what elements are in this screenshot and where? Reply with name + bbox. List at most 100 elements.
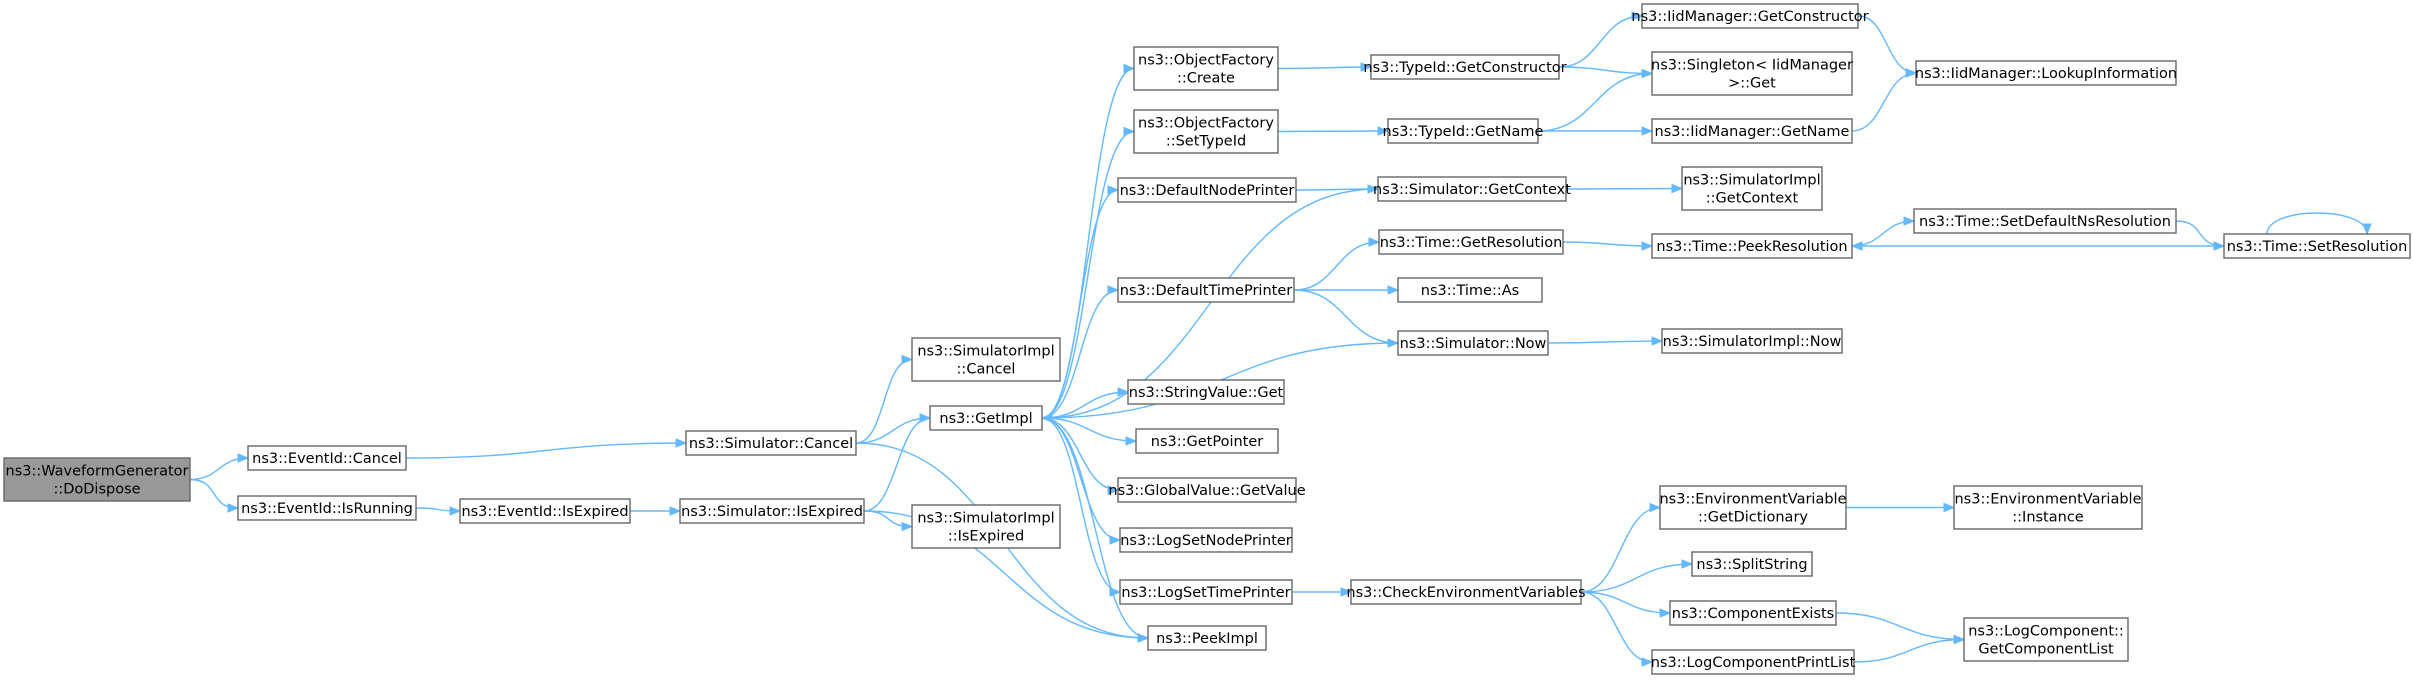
- call-graph-node[interactable]: ns3::Time::As: [1397, 277, 1543, 303]
- arrow-head: [901, 354, 914, 365]
- call-graph-node[interactable]: ns3::Time::SetDefaultNsResolution: [1913, 208, 2177, 234]
- call-graph-node[interactable]: ns3::DefaultNodePrinter: [1117, 177, 1297, 203]
- node-label: ns3::LogSetTimePrinter: [1121, 585, 1290, 601]
- node-label: ns3::ComponentExists: [1672, 606, 1835, 622]
- call-graph-node[interactable]: ns3::ComponentExists: [1669, 600, 1837, 626]
- node-box: [1641, 3, 1859, 29]
- call-graph-node[interactable]: ns3::Singleton< IidManager >::Get: [1651, 51, 1853, 96]
- call-graph-node[interactable]: ns3::TypeId::GetConstructor: [1363, 54, 1567, 80]
- call-graph-node[interactable]: ns3::ObjectFactory::SetTypeId: [1133, 109, 1279, 154]
- call-graph-node[interactable]: ns3::Simulator::Cancel: [685, 430, 857, 456]
- call-graph-node[interactable]: ns3::SplitString: [1691, 551, 1813, 577]
- node-box: [1651, 118, 1853, 144]
- call-graph-node[interactable]: ns3::SimulatorImpl::Now: [1661, 328, 1843, 354]
- node-box: [459, 498, 631, 524]
- call-edge: [1850, 241, 2224, 251]
- node-label: ns3::Time::PeekResolution: [1656, 239, 1847, 255]
- call-graph-node[interactable]: ns3::Time::PeekResolution: [1651, 233, 1853, 259]
- edge-line: [189, 478, 239, 509]
- arrow-head: [1651, 336, 1664, 346]
- call-graph-node[interactable]: ns3::Simulator::IsExpired: [679, 498, 865, 524]
- call-edge: [1580, 591, 1672, 618]
- node-box: [1117, 477, 1297, 503]
- call-graph-node[interactable]: ns3::LogComponent::GetComponentList: [1963, 617, 2129, 662]
- call-edge: [1277, 62, 1373, 72]
- call-graph-node[interactable]: ns3::Time::GetResolution: [1378, 229, 1564, 255]
- call-edge: [1041, 417, 1120, 495]
- arrow-head: [1109, 535, 1122, 545]
- call-graph-node[interactable]: ns3::EventId::IsExpired: [459, 498, 631, 524]
- node-label: ns3::SplitString: [1696, 557, 1807, 573]
- edge-line: [1293, 289, 1399, 344]
- node-box: [679, 498, 865, 524]
- edge-line: [1277, 130, 1389, 133]
- edge-line: [1580, 563, 1693, 593]
- call-graph-node[interactable]: ns3::EventId::Cancel: [247, 445, 407, 471]
- node-box: [1133, 109, 1279, 154]
- call-graph-node[interactable]: ns3::EnvironmentVariable::GetDictionary: [1659, 485, 1847, 530]
- node-box: [1691, 551, 1813, 577]
- node-label: ::IsExpired: [948, 529, 1024, 545]
- node-label: ns3::EnvironmentVariable: [1954, 492, 2141, 508]
- node-label: ns3::DefaultNodePrinter: [1120, 183, 1295, 199]
- call-graph-node[interactable]: ns3::CheckEnvironmentVariables: [1346, 579, 1586, 605]
- node-label: ::Instance: [2012, 510, 2084, 526]
- call-edge: [1041, 126, 1136, 419]
- arrow-head: [1649, 502, 1662, 513]
- call-edge: [1547, 336, 1664, 346]
- call-graph-node[interactable]: ns3::Time::SetResolution: [2223, 233, 2411, 259]
- call-graph-node[interactable]: ns3::StringValue::Get: [1127, 379, 1285, 405]
- node-box: [237, 495, 417, 521]
- call-graph-node[interactable]: ns3::IidManager::LookupInformation: [1915, 60, 2177, 86]
- call-graph-node[interactable]: ns3::GetPointer: [1135, 428, 1279, 454]
- call-graph-node[interactable]: ns3::EnvironmentVariable::Instance: [1953, 485, 2143, 530]
- arrow-head: [901, 521, 914, 532]
- call-graph-node[interactable]: ns3::LogComponentPrintList: [1651, 649, 1856, 675]
- call-graph-node[interactable]: ns3::TypeId::GetName: [1383, 118, 1544, 144]
- call-edge: [405, 438, 688, 459]
- arrow-head: [1123, 126, 1136, 137]
- call-graph-node[interactable]: ns3::LogSetTimePrinter: [1119, 579, 1293, 605]
- call-edge: [1580, 502, 1662, 593]
- call-graph-node[interactable]: ns3::EventId::IsRunning: [237, 495, 417, 521]
- call-edge: [1292, 587, 1353, 597]
- node-box: [1651, 233, 1853, 259]
- arrow-head: [237, 453, 250, 463]
- edge-line: [1293, 241, 1380, 291]
- arrow-head: [1850, 241, 1863, 251]
- call-graph-node[interactable]: ns3::IidManager::GetName: [1651, 118, 1853, 144]
- call-graph-node[interactable]: ns3::SimulatorImpl::Cancel: [911, 337, 1061, 382]
- edge-line: [1277, 66, 1372, 70]
- edge-line: [1041, 189, 1119, 419]
- arrow-head: [1123, 63, 1136, 74]
- call-graph-node[interactable]: ns3::WaveformGenerator::DoDispose: [3, 457, 191, 502]
- call-graph-node[interactable]: ns3::Simulator::GetContext: [1373, 176, 1571, 202]
- call-graph-node[interactable]: ns3::DefaultTimePrinter: [1117, 277, 1295, 303]
- node-label: >::Get: [1728, 76, 1776, 92]
- node-label: ns3::IidManager::GetName: [1655, 124, 1850, 140]
- call-graph-node[interactable]: ns3::IidManager::GetConstructor: [1631, 3, 1869, 29]
- call-edge: [1277, 126, 1390, 136]
- arrow-head: [1107, 485, 1120, 495]
- edge-line: [1041, 417, 1149, 639]
- call-graph-node[interactable]: ns3::GlobalValue::GetValue: [1108, 477, 1306, 503]
- arrow-head: [1125, 436, 1138, 446]
- arrow-head: [1377, 126, 1390, 136]
- edge-line: [1580, 506, 1661, 593]
- edge-line: [1547, 340, 1663, 344]
- arrow-head: [1953, 634, 1966, 645]
- call-graph-node[interactable]: ns3::SimulatorImpl::IsExpired: [911, 504, 1061, 549]
- call-graph-node[interactable]: ns3::ObjectFactory::Create: [1133, 46, 1279, 91]
- call-graph-node[interactable]: ns3::SimulatorImpl::GetContext: [1681, 166, 1823, 211]
- nodes-layer: ns3::WaveformGenerator::DoDisposens3::Ev…: [3, 3, 2411, 675]
- call-graph-node[interactable]: ns3::GetImpl: [929, 405, 1043, 431]
- node-label: ns3::Time::As: [1421, 283, 1519, 299]
- call-edge: [415, 506, 462, 516]
- call-graph-node[interactable]: ns3::Simulator::Now: [1397, 330, 1549, 356]
- call-graph-node[interactable]: ns3::LogSetNodePrinter: [1119, 527, 1293, 553]
- call-graph-node[interactable]: ns3::PeekImpl: [1147, 625, 1267, 651]
- arrow-head: [1360, 62, 1373, 72]
- node-box: [1659, 485, 1847, 530]
- node-box: [929, 405, 1043, 431]
- node-box: [3, 457, 191, 502]
